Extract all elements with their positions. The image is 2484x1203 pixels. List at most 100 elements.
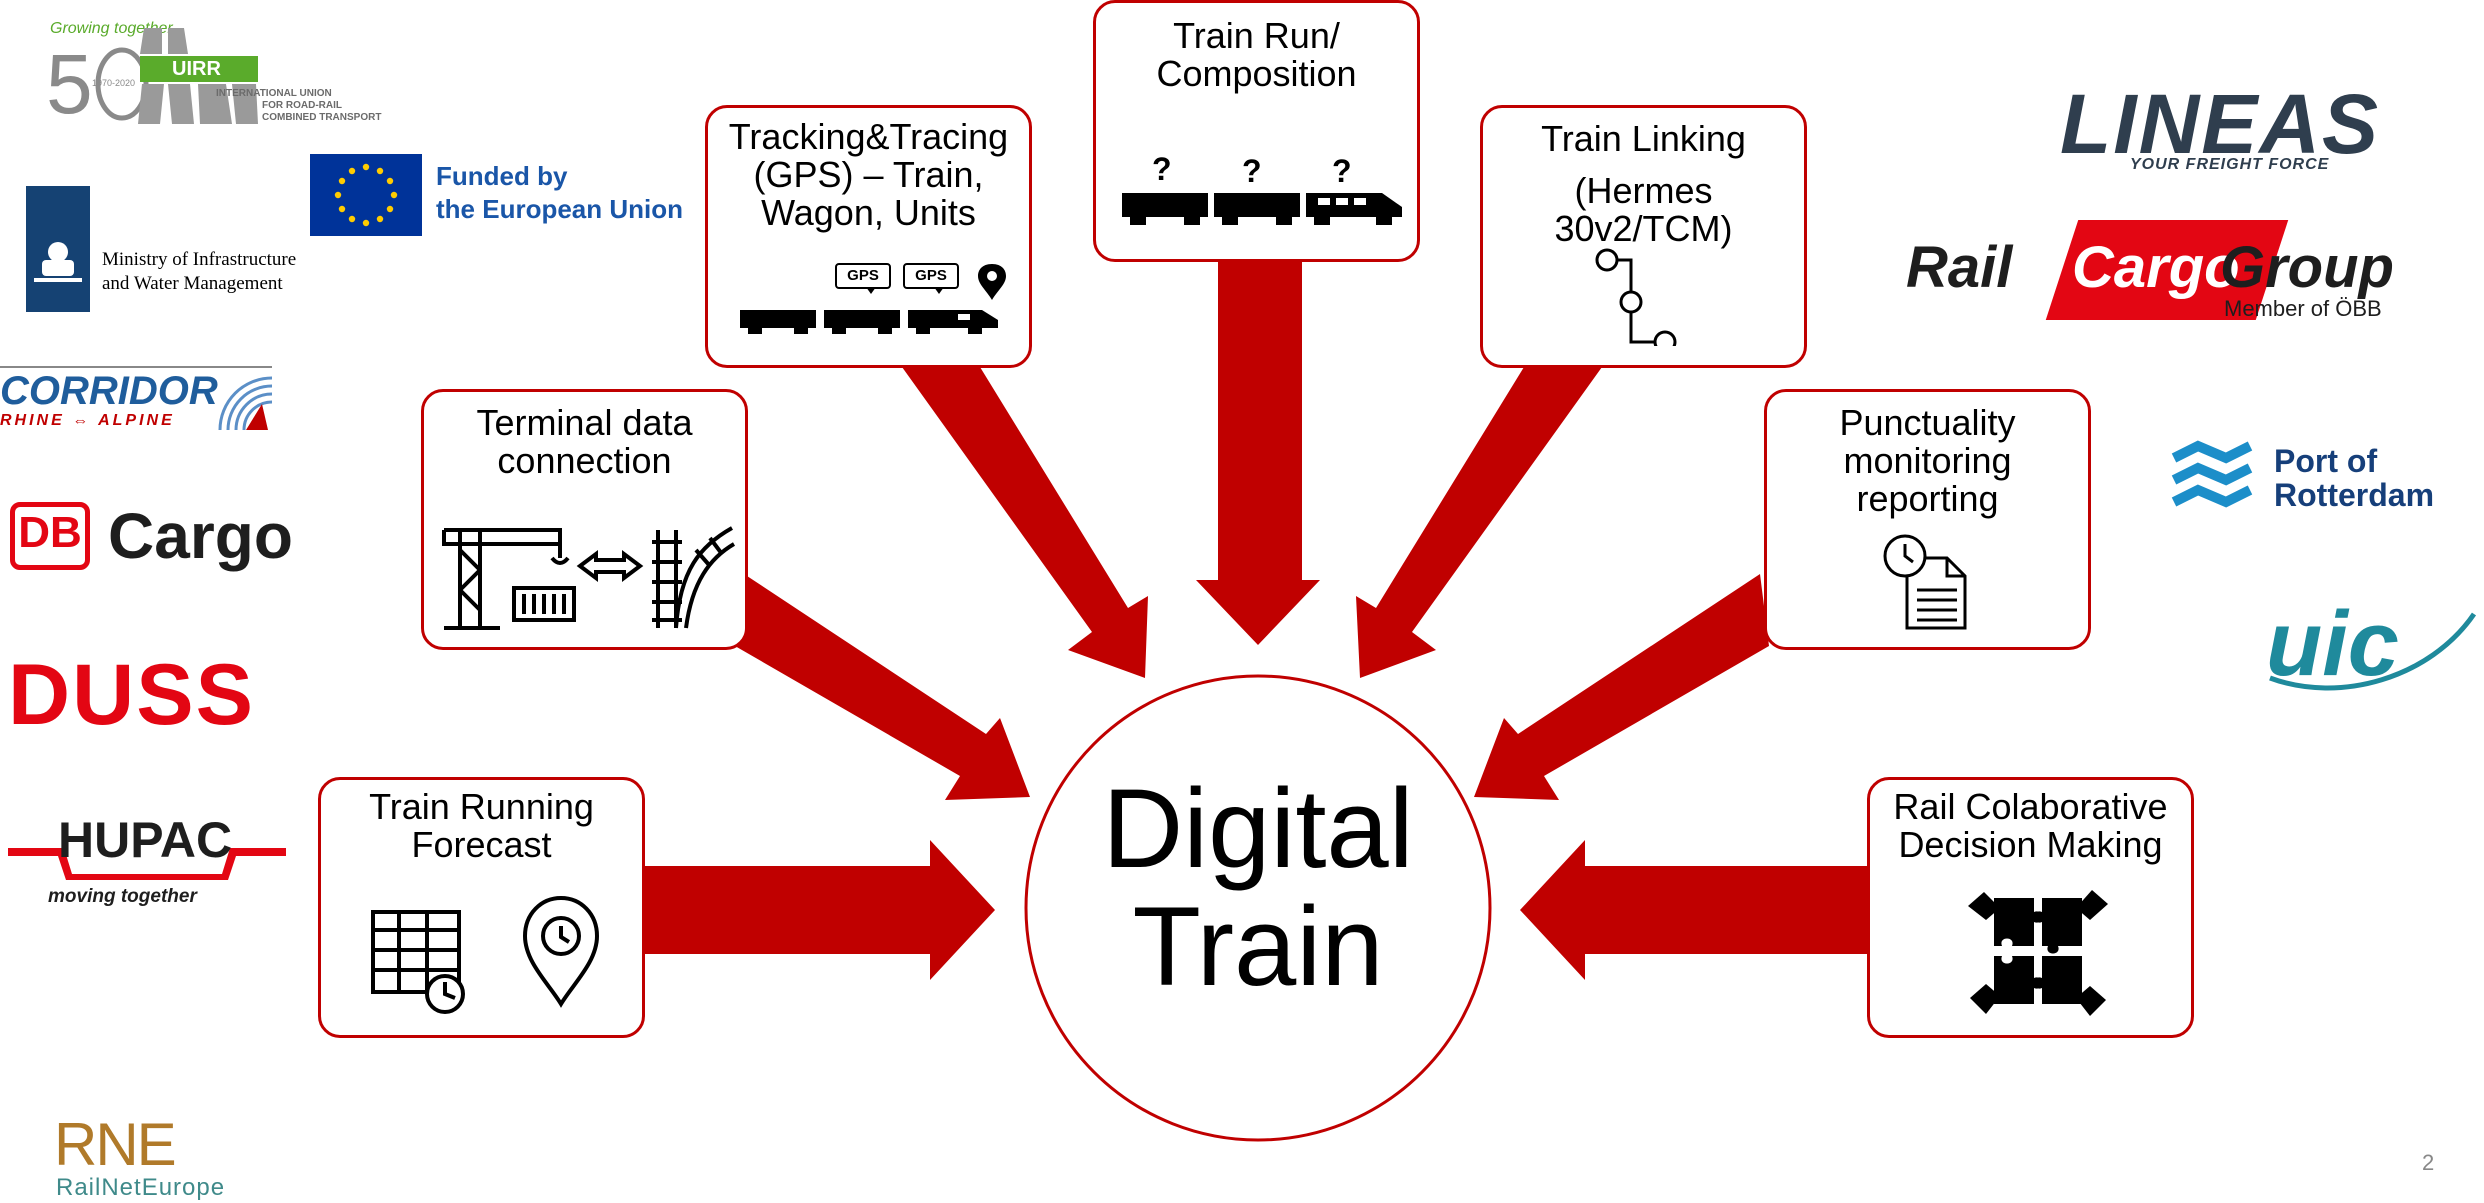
box-terminal-data-connection: Terminal data connection xyxy=(421,389,748,650)
port-of-rotterdam-logo: Port of Rotterdam xyxy=(2170,440,2470,522)
gps-train-icon xyxy=(740,264,1006,334)
box-rcdm-line1: Rail Colaborative xyxy=(1893,786,2168,827)
db-cargo-logo: DB Cargo xyxy=(10,498,293,578)
linking-nodes-icon xyxy=(1595,248,1677,346)
uirr-tagline: Growing together xyxy=(50,20,173,37)
lineas-logo: LINEAS YOUR FREIGHT FORCE xyxy=(2060,80,2380,180)
box-train-linking: Train Linking (Hermes 30v2/TCM) xyxy=(1480,105,1807,368)
uirr-desc-line1: INTERNATIONAL UNION xyxy=(216,88,332,99)
gps-badge-2: GPS xyxy=(903,263,959,289)
center-title-line2: Train xyxy=(1132,884,1384,1009)
timetable-clock-icon xyxy=(371,910,465,1014)
rne-fullname: RailNetEurope xyxy=(56,1174,226,1201)
train-composition-icon xyxy=(1122,193,1402,225)
rotterdam-waves-icon xyxy=(2171,440,2253,508)
rail-cargo-rail-word: Rail xyxy=(1906,235,2013,300)
arrow-from-linking xyxy=(1356,367,1602,678)
uirr-desc-line2: FOR ROAD-RAIL xyxy=(262,100,342,111)
center-circle xyxy=(1024,674,1492,1142)
rail-cargo-cargo-word: Cargo xyxy=(2072,235,2240,300)
terminal-crane-track-icon xyxy=(442,526,736,630)
uirr-name: UIRR xyxy=(172,58,221,80)
db-letters: DB xyxy=(18,508,82,557)
gps-badge-1: GPS xyxy=(835,263,891,289)
box-tracking-title: Tracking&Tracing (GPS) – Train, Wagon, U… xyxy=(708,118,1029,232)
arrow-from-rcdm xyxy=(1520,840,1869,980)
db-badge xyxy=(10,502,90,570)
ministry-coat-of-arms-icon xyxy=(34,242,82,282)
rotterdam-line1: Port of xyxy=(2274,443,2378,479)
rne-name: RNE xyxy=(54,1111,177,1178)
box-trainrun-line2: Composition xyxy=(1156,53,1357,94)
box-train-run-composition: Train Run/ Composition ? ? ? xyxy=(1093,0,1420,262)
arrow-from-punctuality xyxy=(1474,574,1769,800)
eu-stars-icon xyxy=(334,163,398,227)
ministry-line2: and Water Management xyxy=(102,273,283,294)
box-rail-collaborative-decision-making: Rail Colaborative Decision Making xyxy=(1867,777,2194,1038)
arrow-from-terminal xyxy=(735,574,1030,800)
box-linking-line1: Train Linking xyxy=(1541,118,1746,159)
eu-funded-line1: Funded by xyxy=(436,161,568,191)
box-tracking-tracing: Tracking&Tracing (GPS) – Train, Wagon, U… xyxy=(705,105,1032,368)
puzzle-hands-icon xyxy=(1968,890,2108,1016)
box-forecast-line1: Train Running xyxy=(369,786,594,827)
box-punctuality-line3: reporting xyxy=(1856,478,1999,519)
unknown-wagon-mark-3: ? xyxy=(1332,153,1352,189)
clock-document-icon xyxy=(1883,534,1967,630)
rotterdam-line2: Rotterdam xyxy=(2274,477,2435,513)
uirr-desc-line3: COMBINED TRANSPORT xyxy=(262,112,382,123)
box-terminal-line1: Terminal data xyxy=(476,402,693,443)
uirr-years: 1970-2020 xyxy=(92,78,136,88)
corridor-arc-icon xyxy=(218,376,273,431)
box-terminal-title: Terminal data connection xyxy=(424,404,745,480)
box-rcdm-line2: Decision Making xyxy=(1898,824,2163,865)
corridor-rule xyxy=(0,366,272,368)
rotterdam-text: Port of Rotterdam xyxy=(2274,444,2434,512)
corridor-rhine-alpine-logo: CORRIDOR RHINE ⇔ ALPINE xyxy=(0,366,280,434)
cargo-word: Cargo xyxy=(108,500,293,572)
box-tracking-line1: Tracking&Tracing xyxy=(728,116,1009,157)
hupac-logo: HUPAC moving together xyxy=(8,814,288,910)
eu-funded-logo: Funded by the European Union xyxy=(310,152,690,240)
uic-logo: uic xyxy=(2260,594,2480,710)
box-trainrun-title: Train Run/ Composition xyxy=(1096,17,1417,93)
arrow-from-trainrun xyxy=(1196,262,1320,645)
box-forecast-line2: Forecast xyxy=(411,824,552,865)
duss-logo: DUSS xyxy=(8,647,255,743)
page-number: 2 xyxy=(2422,1150,2435,1175)
rail-cargo-group-word: Group xyxy=(2220,235,2394,300)
box-linking-line3: 30v2/TCM) xyxy=(1554,208,1733,249)
center-title-line1: Digital xyxy=(1102,766,1414,891)
box-linking-title: Train Linking (Hermes 30v2/TCM) xyxy=(1483,120,1804,248)
box-punctuality-line1: Punctuality xyxy=(1839,402,2016,443)
ministry-logo: Ministry of Infrastructure and Water Man… xyxy=(22,186,312,314)
center-title: Digital Train xyxy=(1022,770,1494,1006)
location-pin-icon xyxy=(522,895,600,1008)
arrow-from-forecast xyxy=(645,840,995,980)
ministry-text: Ministry of Infrastructure and Water Man… xyxy=(102,248,296,296)
uirr-logo: Growing together 5 1970-2020 UIRR INTERN… xyxy=(44,20,381,132)
uirr-description: INTERNATIONAL UNION FOR ROAD-RAIL COMBIN… xyxy=(216,88,381,124)
uic-swoosh-icon xyxy=(2269,612,2477,691)
box-tracking-line2: (GPS) – Train, xyxy=(753,154,984,195)
rail-cargo-group-logo: Rail Cargo Group Member of ÖBB xyxy=(1906,218,2426,326)
box-punctuality-monitoring: Punctuality monitoring reporting xyxy=(1764,389,2091,650)
uirr-fifty-mark: 5 xyxy=(46,37,93,131)
hupac-name: HUPAC xyxy=(58,812,233,868)
arrow-from-tracking xyxy=(902,367,1148,678)
box-train-running-forecast: Train Running Forecast xyxy=(318,777,645,1038)
uic-name: uic xyxy=(2266,593,2399,695)
box-linking-line2: (Hermes xyxy=(1574,170,1713,211)
ministry-line1: Ministry of Infrastructure xyxy=(102,249,297,270)
box-trainrun-line1: Train Run/ xyxy=(1173,15,1340,56)
box-forecast-title: Train Running Forecast xyxy=(321,788,642,864)
unknown-wagon-mark-2: ? xyxy=(1242,153,1262,189)
box-punctuality-line2: monitoring xyxy=(1843,440,2012,481)
lineas-tagline: YOUR FREIGHT FORCE xyxy=(2130,156,2330,173)
hupac-tagline: moving together xyxy=(48,886,197,907)
box-punctuality-title: Punctuality monitoring reporting xyxy=(1767,404,2088,518)
unknown-wagon-mark-1: ? xyxy=(1152,151,1172,187)
box-terminal-line2: connection xyxy=(497,440,672,481)
uirr-road-rail-icon xyxy=(138,28,258,124)
